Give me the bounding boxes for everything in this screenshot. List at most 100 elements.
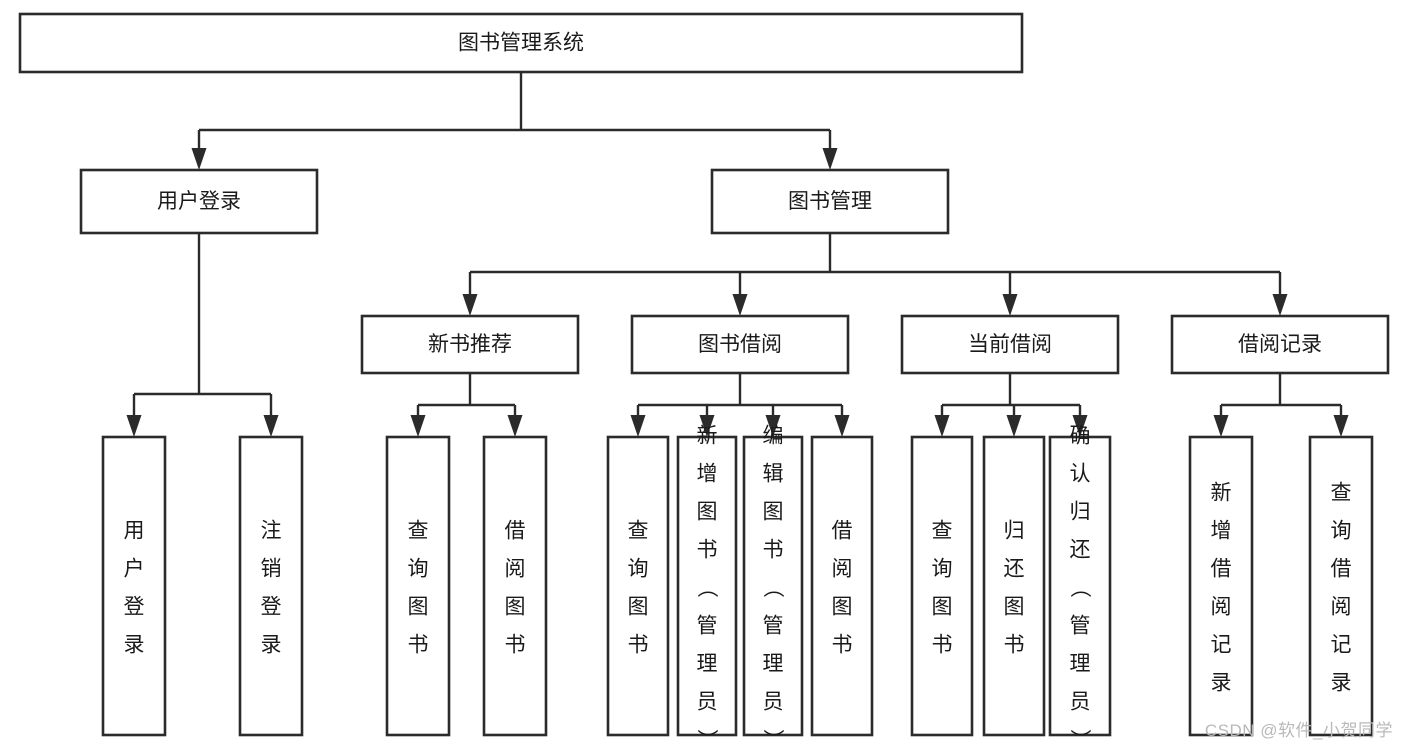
node-box-leaf-user-logout (238, 435, 304, 737)
node-label-char: 图 (763, 500, 784, 523)
node-borrow[interactable]: 图书借阅 (630, 314, 850, 375)
arrowhead-leaf-confirm-return (1072, 415, 1088, 437)
node-box-record (1170, 314, 1390, 375)
node-box-leaf-add-book (676, 435, 738, 737)
node-label-char: 书 (1004, 633, 1025, 656)
node-label-char: ） (1068, 729, 1091, 747)
node-label-char: 增 (697, 462, 718, 485)
node-current[interactable]: 当前借阅 (900, 314, 1120, 375)
node-label-char: 理 (697, 652, 718, 675)
node-box-borrow (630, 314, 850, 375)
node-label-char: 登 (124, 595, 145, 618)
arrowhead-leaf-query-book-2 (630, 415, 646, 437)
node-label-char: 询 (1331, 519, 1352, 542)
node-label-char: 书 (408, 633, 429, 656)
arrowhead-newbook (462, 294, 478, 316)
node-label-char: ） (761, 729, 784, 747)
node-label-char: 书 (932, 633, 953, 656)
node-label-char: 录 (1211, 671, 1232, 694)
node-label-char: 管 (763, 614, 784, 637)
node-box-leaf-query-book-2 (606, 435, 670, 737)
node-login[interactable]: 用户登录 (79, 168, 319, 235)
node-label-char: 阅 (1211, 595, 1232, 618)
node-label-char: 查 (1331, 481, 1352, 504)
arrowhead-leaf-user-login (126, 415, 142, 437)
arrowhead-leaf-edit-book (765, 415, 781, 437)
node-label-char: （ (695, 577, 718, 598)
arrowhead-leaf-add-book (699, 415, 715, 437)
node-label-char: 录 (261, 633, 282, 656)
node-label-char: 图 (628, 595, 649, 618)
arrowhead-bookmgmt (822, 148, 838, 170)
node-label-char: 录 (1331, 671, 1352, 694)
edges-layer (126, 72, 1349, 437)
node-label-char: 理 (763, 652, 784, 675)
node-label-root: 图书管理系统 (458, 32, 584, 55)
arrowhead-leaf-query-book-3 (934, 415, 950, 437)
node-label-char: 询 (408, 557, 429, 580)
node-box-bookmgmt (710, 168, 950, 235)
arrowhead-current (1002, 294, 1018, 316)
node-box-leaf-user-login (101, 435, 167, 737)
node-box-root (18, 12, 1024, 74)
node-box-leaf-query-record (1308, 435, 1374, 737)
node-label-char: 询 (932, 557, 953, 580)
node-label-newbook: 新书推荐 (428, 333, 512, 356)
node-label-char: 员 (763, 690, 784, 713)
nodes-layer: 图书管理系统用户登录图书管理新书推荐图书借阅当前借阅借阅记录用户登录注销登录查询… (18, 12, 1390, 747)
node-label-char: 注 (261, 519, 282, 542)
node-label-char: 认 (1070, 462, 1091, 485)
node-box-newbook (360, 314, 580, 375)
node-label-current: 当前借阅 (968, 333, 1052, 356)
node-label-char: 借 (832, 519, 853, 542)
node-label-char: 图 (697, 500, 718, 523)
node-label-char: （ (761, 577, 784, 598)
arrowhead-login (191, 148, 207, 170)
node-label-char: 编 (763, 424, 784, 447)
arrowhead-record (1272, 294, 1288, 316)
node-label-char: 阅 (505, 557, 526, 580)
node-label-login: 用户登录 (157, 190, 241, 213)
node-leaf-user-login[interactable]: 用户登录 (101, 435, 167, 737)
node-root[interactable]: 图书管理系统 (18, 12, 1024, 74)
node-label-char: 还 (1070, 538, 1091, 561)
node-label-char: 销 (261, 557, 282, 580)
node-label-char: 辑 (763, 462, 784, 485)
arrowhead-leaf-query-record (1333, 415, 1349, 437)
node-label-char: 书 (697, 538, 718, 561)
node-label-char: 查 (408, 519, 429, 542)
node-label-char: 归 (1070, 500, 1091, 523)
node-label-char: 记 (1211, 633, 1232, 656)
node-record[interactable]: 借阅记录 (1170, 314, 1390, 375)
arrowhead-leaf-user-logout (263, 415, 279, 437)
node-newbook[interactable]: 新书推荐 (360, 314, 580, 375)
node-box-login (79, 168, 319, 235)
node-label-char: 书 (628, 633, 649, 656)
node-label-char: 用 (124, 519, 145, 542)
node-label-char: 员 (697, 690, 718, 713)
node-label-char: 确 (1070, 424, 1091, 447)
node-box-leaf-borrow-book-1 (482, 435, 548, 737)
node-label-char: 查 (628, 519, 649, 542)
node-label-char: 录 (124, 633, 145, 656)
node-label-borrow: 图书借阅 (698, 333, 782, 356)
arrowhead-leaf-borrow-book-1 (507, 415, 523, 437)
node-label-char: 图 (505, 595, 526, 618)
node-bookmgmt[interactable]: 图书管理 (710, 168, 950, 235)
node-label-char: 借 (505, 519, 526, 542)
node-label-char: 图 (932, 595, 953, 618)
arrowhead-leaf-query-book-1 (410, 415, 426, 437)
